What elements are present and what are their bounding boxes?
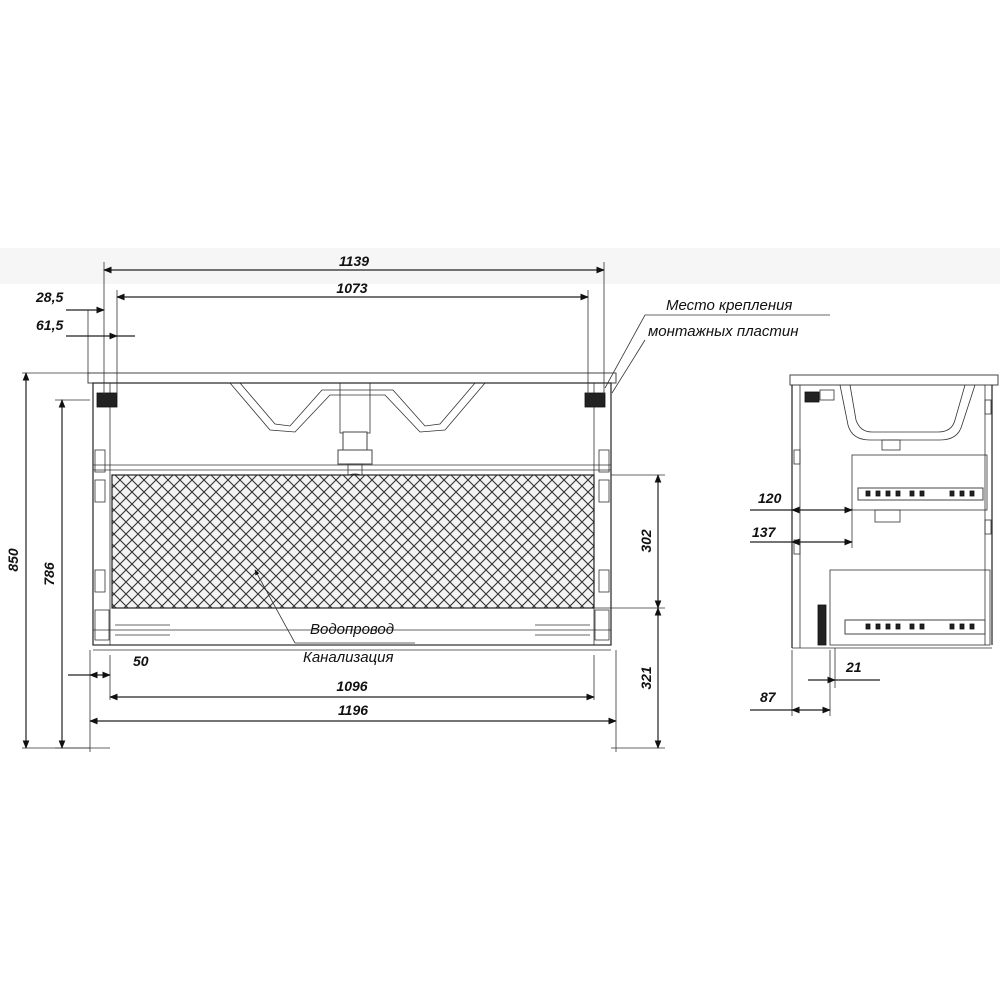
utility-zone-hatch <box>111 474 595 609</box>
sink-countertop <box>87 372 617 434</box>
side-view: 120 137 21 87 <box>750 374 999 716</box>
dim-120: 120 <box>758 490 782 506</box>
dim-321: 321 <box>638 666 654 690</box>
mounting-plate-left <box>96 392 118 408</box>
leader-lines <box>254 314 830 644</box>
dim-302: 302 <box>638 529 654 553</box>
mounting-plate-right <box>584 392 606 408</box>
dim-50: 50 <box>133 653 149 669</box>
dim-28-5: 28,5 <box>35 289 63 305</box>
mounting-note-line2: монтажных пластин <box>648 323 798 340</box>
mounting-note-line1: Место крепления <box>666 297 792 314</box>
dimension-lines <box>22 266 662 749</box>
dim-87: 87 <box>760 689 777 705</box>
dim-1073: 1073 <box>336 280 367 296</box>
sewer-label: Канализация <box>303 649 394 666</box>
front-view: 1139 1073 28,5 61,5 850 786 302 321 50 1… <box>0 248 1000 752</box>
dim-137: 137 <box>752 524 777 540</box>
dim-1196: 1196 <box>338 702 368 718</box>
dim-61-5: 61,5 <box>36 317 63 333</box>
dim-786: 786 <box>41 562 57 586</box>
water-supply-label: Водопровод <box>310 621 394 638</box>
dim-1096: 1096 <box>336 678 367 694</box>
dim-1139: 1139 <box>339 253 369 269</box>
background-band <box>0 248 1000 284</box>
dim-21: 21 <box>845 659 862 675</box>
dim-850: 850 <box>5 548 21 572</box>
